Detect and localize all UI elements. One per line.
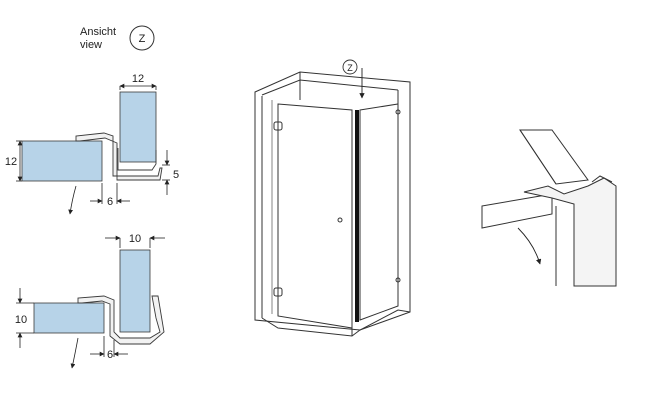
shower-door <box>277 103 353 329</box>
top-seal-profile <box>75 132 163 181</box>
top-offset-value: 5 <box>173 169 179 181</box>
top-seal-inner <box>117 148 157 171</box>
top-door-glass <box>119 91 157 163</box>
top-gap-value: 6 <box>107 196 113 208</box>
top-fixed-glass <box>21 140 103 182</box>
bottom-width-value: 10 <box>129 233 141 245</box>
cabin-view-marker: Z <box>342 59 365 99</box>
view-label-line1: Ansicht <box>80 26 116 38</box>
view-marker-circle <box>129 25 155 51</box>
profile-detail-perspective <box>481 129 617 287</box>
bottom-gap-value: 6 <box>107 349 113 361</box>
bottom-thickness-value: 10 <box>15 314 27 326</box>
door-knob <box>337 217 343 223</box>
bottom-door-glass <box>119 249 151 333</box>
cabin-view-circle <box>342 59 358 75</box>
bottom-section-detail: 10 10 6 <box>15 233 165 369</box>
top-thickness-value: 12 <box>5 156 17 168</box>
bottom-swing-arrow <box>70 337 79 369</box>
view-z-label: Ansicht view Z <box>80 25 155 51</box>
hinge-bottom-right <box>395 277 401 283</box>
top-section-detail: 12 12 6 5 <box>5 73 179 215</box>
profile-lip <box>591 175 613 183</box>
cabin-top-inner-edge <box>261 79 399 96</box>
side-glass-panel <box>481 193 553 229</box>
view-marker-letter: Z <box>139 33 146 45</box>
seal-profile-3d <box>523 177 617 287</box>
shower-tray-edge <box>261 309 411 337</box>
hinge-top-left <box>273 121 283 131</box>
door-glass-top <box>519 129 589 185</box>
bottom-seal-profile <box>77 295 165 345</box>
door-swing-arrow <box>517 227 542 265</box>
top-swing-arrow <box>68 185 77 215</box>
view-label-line2: view <box>80 39 102 51</box>
hinge-bottom-left <box>273 287 283 297</box>
cabin-view-letter: Z <box>347 63 353 73</box>
bottom-fixed-glass <box>33 302 105 334</box>
shower-cabin <box>254 71 411 337</box>
door-glass-left-edge <box>519 129 557 185</box>
top-width-value: 12 <box>132 73 144 85</box>
hinge-top-right <box>395 109 401 115</box>
fixed-side-panel <box>359 103 399 321</box>
